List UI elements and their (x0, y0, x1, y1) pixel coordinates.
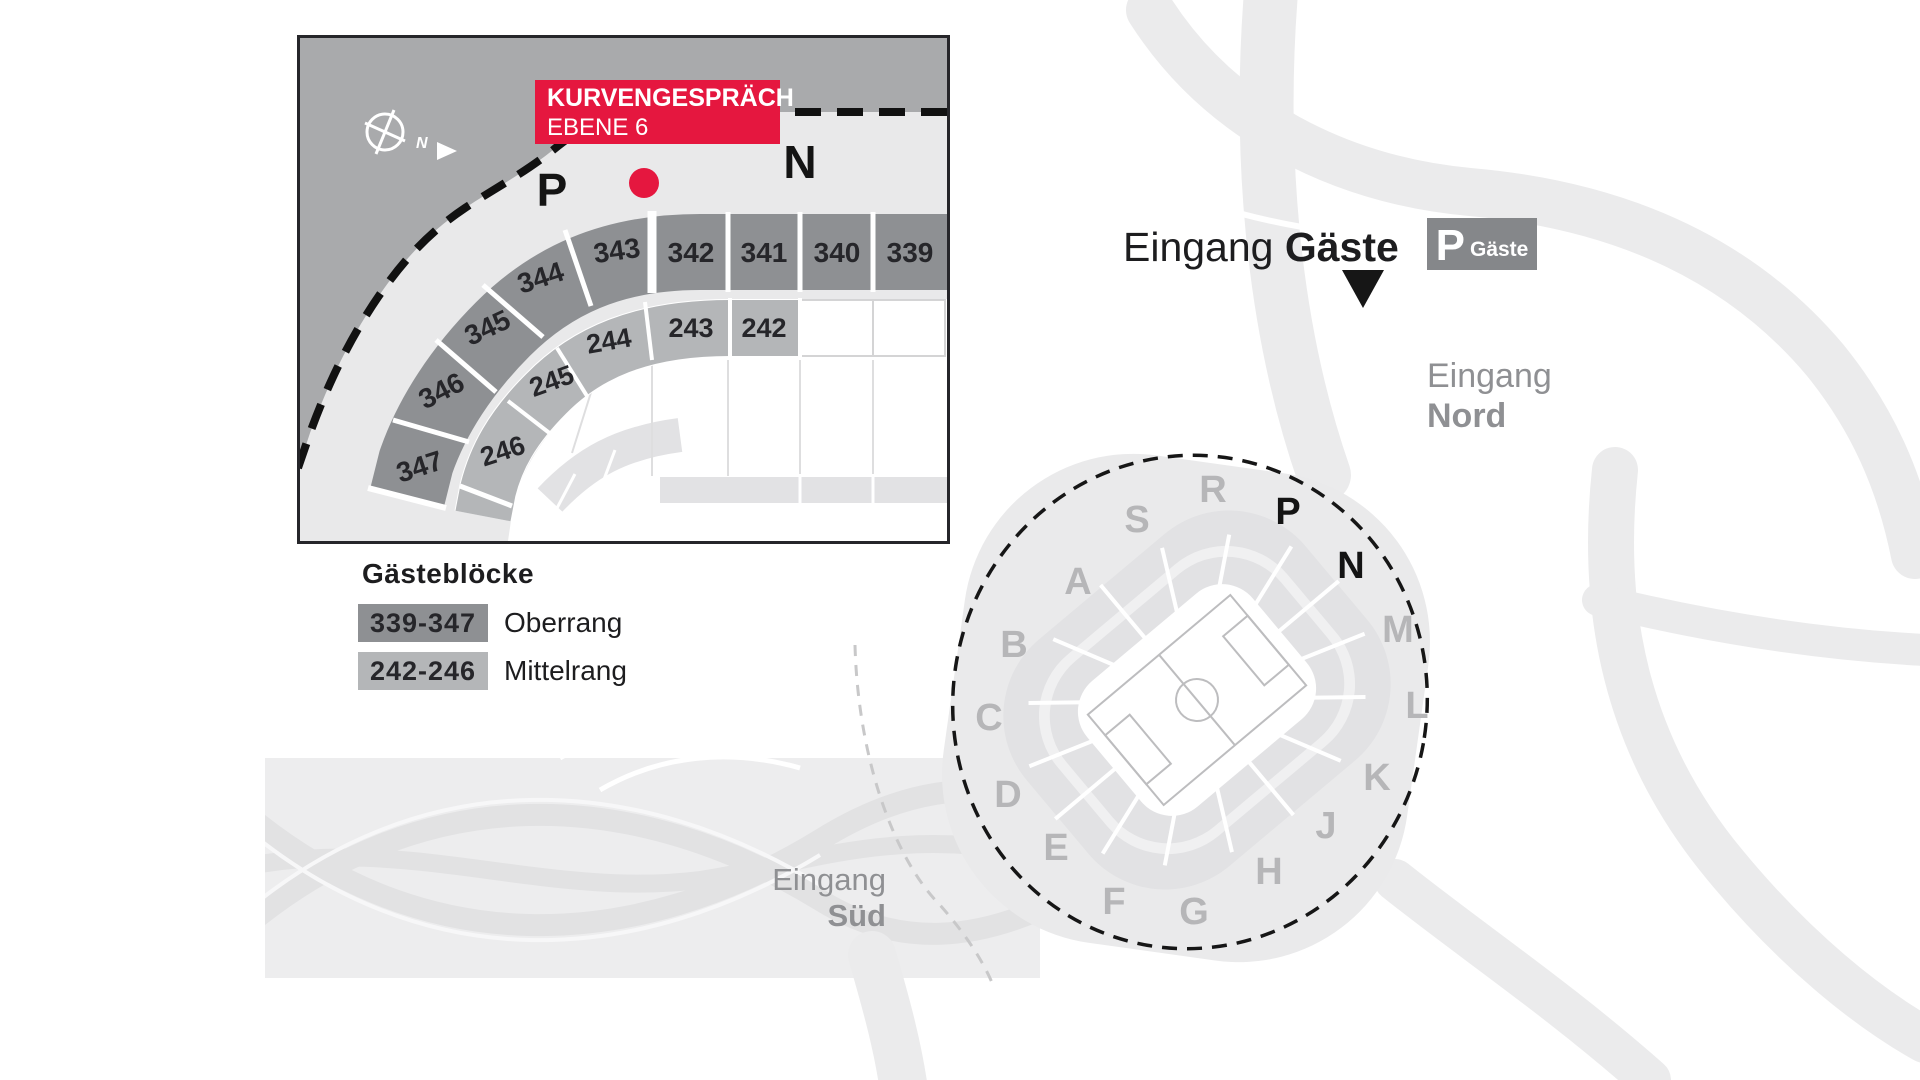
entrance-nord-label: Eingang Nord (1427, 356, 1552, 436)
entrance-gaeste-prefix: Eingang (1123, 224, 1285, 270)
parking-icon: P (1435, 220, 1465, 270)
south-road-band (265, 758, 1040, 978)
kurvengespraech-marker-dot (629, 168, 659, 198)
road-east-exit (1582, 584, 1920, 666)
section-letter-g: G (1179, 891, 1209, 933)
entrance-sued-label: Eingang Süd (756, 862, 886, 933)
mittelrang-empty-blocks (799, 299, 946, 357)
mittelrang-separators (459, 298, 802, 509)
legend-name-oberrang: Oberrang (504, 607, 623, 638)
section-letter-h: H (1255, 851, 1282, 893)
entrance-nord-name: Nord (1427, 397, 1507, 436)
callout-subtitle: EBENE 6 (547, 114, 648, 141)
block-339: 339 (887, 237, 934, 268)
block-343: 343 (592, 232, 643, 269)
bowl-aisles (1028, 534, 1366, 866)
road-north-sweep (1126, 0, 1920, 579)
callout: KURVENGESPRÄCH EBENE 6 (535, 80, 794, 144)
section-letter-p: P (1275, 491, 1300, 533)
entrance-gaeste-name: Gäste (1284, 224, 1399, 270)
oberrang-band (370, 214, 947, 508)
section-letter-e: E (1043, 827, 1068, 869)
block-342: 342 (668, 237, 715, 268)
legend-title: Gästeblöcke (362, 558, 535, 589)
outside-area (300, 38, 947, 463)
section-letter-l: L (1405, 685, 1428, 727)
entrance-nord-prefix: Eingang (1427, 357, 1552, 395)
section-letter-r: R (1199, 469, 1226, 511)
lower-tier (537, 360, 947, 512)
section-letter-a: A (1064, 561, 1091, 603)
football-pitch (1086, 593, 1308, 807)
mittelrang-band (455, 300, 800, 522)
entrance-gaeste-arrow-icon (1342, 270, 1384, 308)
section-letter-n: N (1337, 545, 1364, 587)
entrance-gaeste-label: Eingang Gäste (1123, 224, 1399, 271)
parking-label: Gäste (1469, 238, 1529, 261)
legend-item-oberrang: 339-347 Oberrang (358, 604, 627, 642)
legend: Gästeblöcke 339-347 Oberrang 242-246 Mit… (358, 558, 627, 700)
security-perimeter-dashed (950, 453, 1430, 951)
section-letter-c: C (975, 697, 1002, 739)
inset-svg: 339 340 341 342 343 344 345 346 347 242 … (294, 38, 947, 541)
compass-icon (364, 109, 406, 155)
section-letter-f: F (1102, 881, 1125, 923)
entrance-sued-prefix: Eingang (772, 862, 886, 897)
road-south-exit (848, 931, 927, 1080)
road-gaeste-approach (1239, 0, 1351, 502)
legend-swatch-oberrang: 339-347 (358, 604, 488, 642)
stand-letter-n: N (783, 136, 816, 188)
block-341: 341 (741, 237, 788, 268)
parking-gaeste-badge: P Gäste (1427, 218, 1537, 270)
section-letter-b: B (1000, 624, 1027, 666)
inset-detail-map: 339 340 341 342 343 344 345 346 347 242 … (294, 35, 950, 544)
south-dashed-boundary (853, 644, 995, 986)
road-southeast-connector (1374, 859, 1671, 1080)
legend-swatch-mittelrang: 242-246 (358, 652, 488, 690)
entrance-sued-name: Süd (827, 897, 886, 933)
callout-title: KURVENGESPRÄCH (547, 84, 794, 112)
block-340: 340 (814, 237, 861, 268)
legend-name-mittelrang: Mittelrang (504, 655, 627, 686)
stadium-bowl (1003, 510, 1391, 890)
roads (848, 0, 1920, 1080)
north-arrow-icon (437, 142, 457, 160)
section-letter-s: S (1124, 499, 1149, 541)
section-letters: S R P N M L K J H G F E D C B A (975, 469, 1428, 933)
legend-item-mittelrang: 242-246 Mittelrang (358, 652, 627, 690)
road-east-down (1588, 447, 1920, 1063)
section-letter-k: K (1363, 757, 1391, 799)
stand-letter-p: P (537, 164, 568, 216)
section-letter-m: M (1382, 609, 1414, 651)
oberrang-separators (367, 211, 876, 511)
block-243: 243 (668, 313, 713, 343)
block-242: 242 (741, 313, 786, 343)
section-letter-j: J (1315, 805, 1336, 847)
section-letter-d: D (994, 774, 1021, 816)
compass-north-label: N (416, 135, 428, 152)
stadium-outline-dashed (294, 108, 947, 470)
